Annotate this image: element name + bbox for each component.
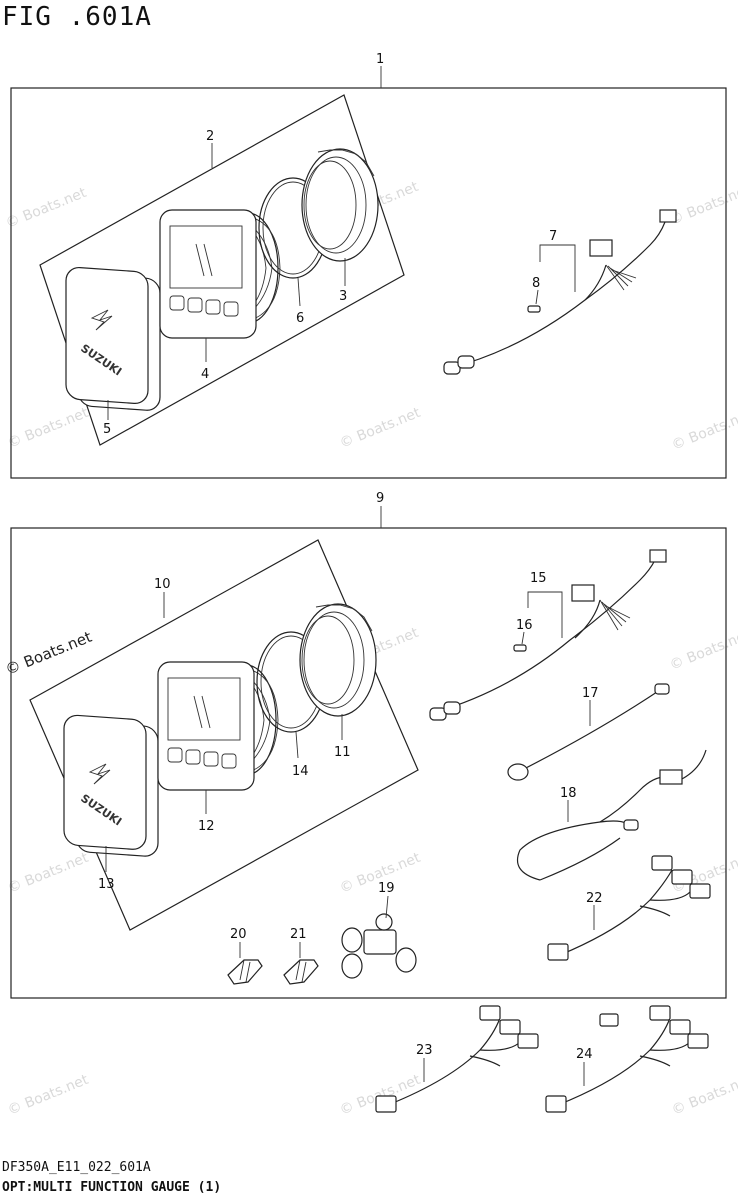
watermark: © Boats.net — [3, 628, 95, 679]
retaining-nut-11 — [299, 603, 377, 717]
watermark: © Boats.net — [668, 627, 738, 674]
leader-8 — [535, 289, 539, 305]
cable-18 — [516, 749, 707, 881]
callout-17: 17 — [582, 686, 599, 701]
harness-22 — [547, 855, 711, 961]
watermark: © Boats.net — [6, 850, 92, 897]
leader-15 — [527, 591, 563, 638]
assembly-1-frame — [10, 87, 727, 479]
watermark: © Boats.net — [6, 1072, 92, 1119]
watermark: © Boats.net — [4, 185, 90, 232]
callout-2: 2 — [206, 129, 214, 144]
callout-7: 7 — [549, 229, 557, 244]
diagram-caption: OPT:MULTI FUNCTION GAUGE (1) — [2, 1180, 222, 1195]
leader-14 — [295, 731, 299, 759]
callout-20: 20 — [230, 927, 247, 942]
callout-5: 5 — [103, 422, 111, 437]
watermark: © Boats.net — [668, 182, 738, 229]
cable-17 — [507, 683, 670, 781]
callout-21: 21 — [290, 927, 307, 942]
diagram-code: DF350A_E11_022_601A — [2, 1160, 151, 1175]
retaining-nut-3 — [301, 148, 379, 262]
callout-14: 14 — [292, 764, 309, 779]
watermark: © Boats.net — [670, 407, 738, 454]
watermark: © Boats.net — [670, 1072, 738, 1119]
callout-22: 22 — [586, 891, 603, 906]
harness-24 — [545, 1005, 709, 1113]
callout-8: 8 — [532, 276, 540, 291]
leader-7 — [539, 244, 576, 292]
gauge-body-4 — [159, 209, 281, 339]
figure-title: FIG .601A — [2, 2, 152, 32]
harness-15 — [429, 549, 667, 721]
callout-6: 6 — [296, 311, 304, 326]
assembly-9-frame — [10, 527, 727, 999]
callout-11: 11 — [334, 745, 351, 760]
callout-3: 3 — [339, 289, 347, 304]
callout-10: 10 — [154, 577, 171, 592]
callout-12: 12 — [198, 819, 215, 834]
callout-18: 18 — [560, 786, 577, 801]
callout-15: 15 — [530, 571, 547, 586]
callout-13: 13 — [98, 877, 115, 892]
callout-1: 1 — [376, 52, 384, 67]
callout-19: 19 — [378, 881, 395, 896]
callout-4: 4 — [201, 367, 209, 382]
gauge-body-12 — [157, 661, 279, 791]
harness-23 — [375, 1005, 539, 1113]
watermark: © Boats.net — [338, 405, 424, 452]
harness-7 — [443, 209, 677, 375]
front-cover-5: SUZUKI — [65, 266, 161, 411]
t-connector-19 — [341, 913, 417, 979]
watermark: © Boats.net — [6, 405, 92, 452]
callout-16: 16 — [516, 618, 533, 633]
callout-9: 9 — [376, 491, 384, 506]
callout-23: 23 — [416, 1043, 433, 1058]
front-cover-13: SUZUKI — [63, 714, 159, 857]
plug-20 — [227, 959, 263, 985]
leader-6 — [297, 277, 301, 307]
leader-19 — [385, 895, 389, 919]
callout-24: 24 — [576, 1047, 593, 1062]
leader-16 — [521, 631, 525, 645]
plug-21 — [283, 959, 319, 985]
